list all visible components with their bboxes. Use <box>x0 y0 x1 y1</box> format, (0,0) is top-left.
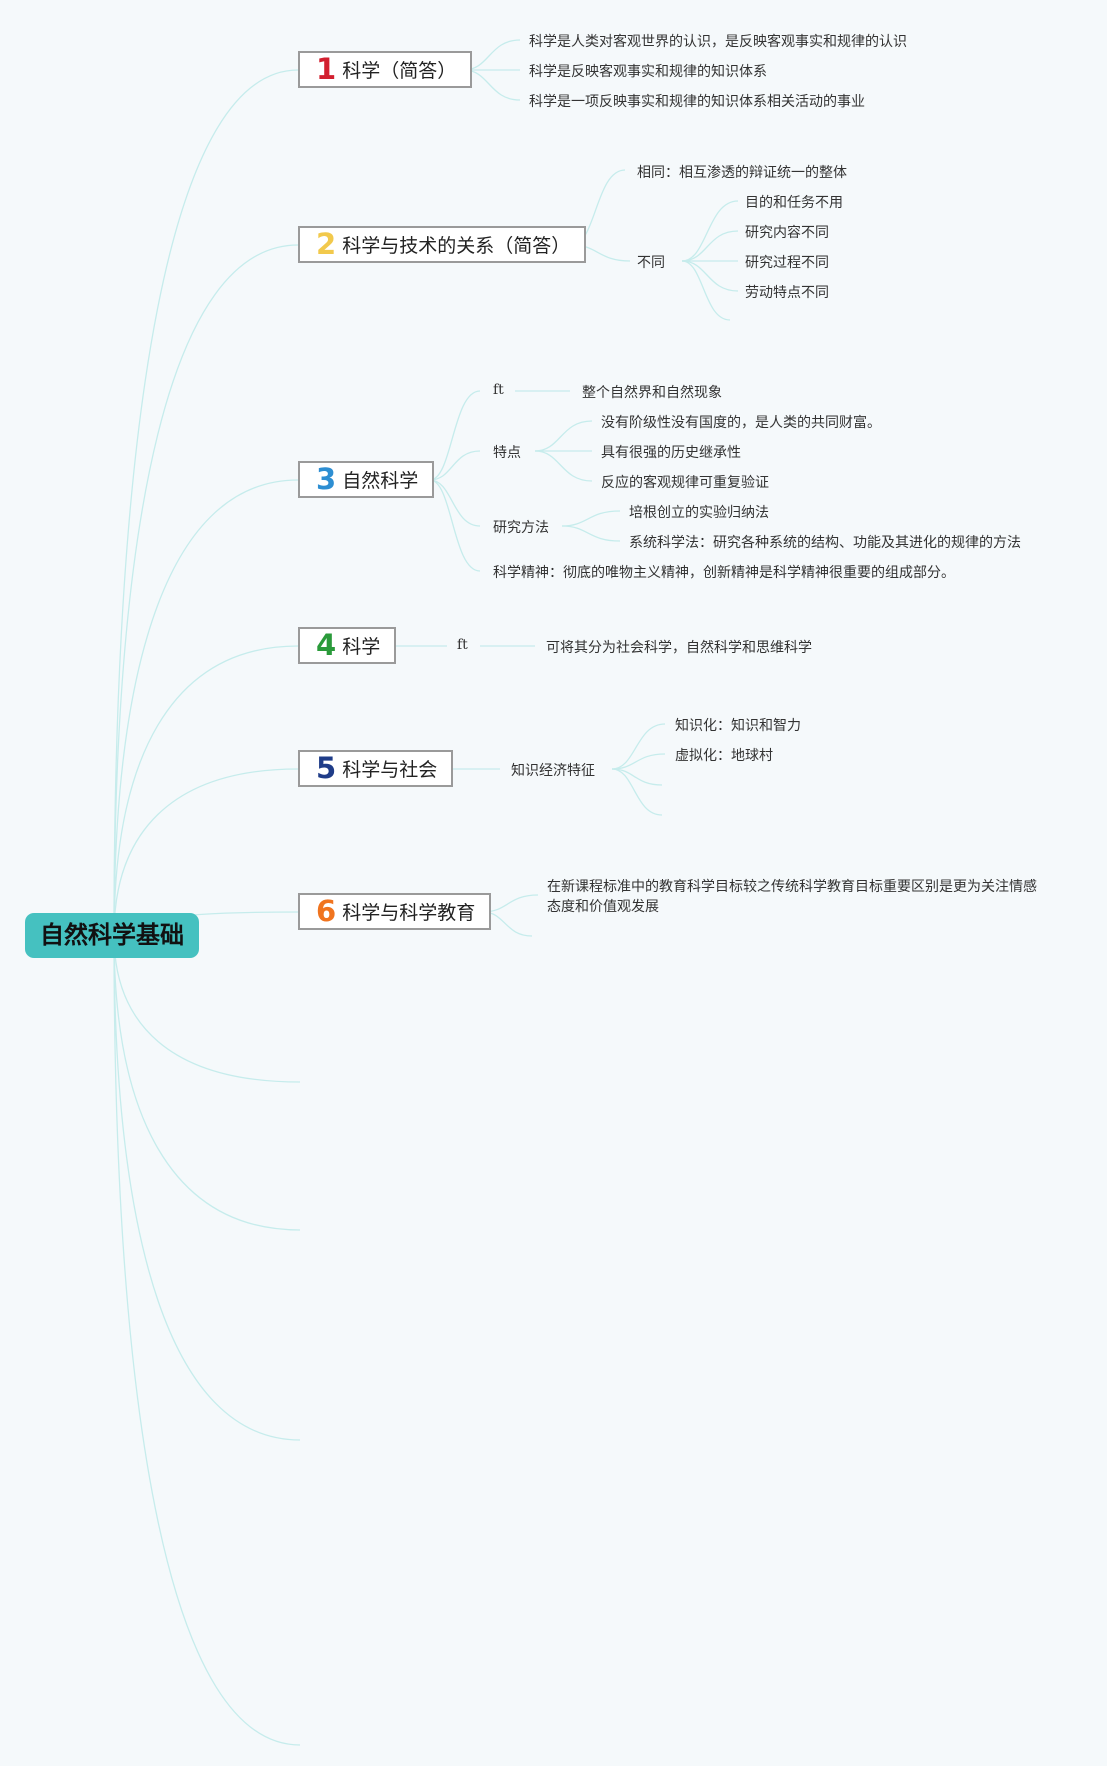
branch-number-5: 5 <box>316 751 337 785</box>
trunk-branch-4 <box>113 645 299 936</box>
subtopic-3-ft[interactable]: ft <box>493 382 504 398</box>
subtopic-3-method[interactable]: 研究方法 <box>493 520 549 536</box>
link-2-diff-extra <box>681 260 731 321</box>
subtopic-6-text[interactable]: 在新课程标准中的教育科学目标较之传统科学教育目标重要区别是更为关注情感态度和价值… <box>547 879 1037 915</box>
trunk-empty-3 <box>113 934 301 1441</box>
branch-label-5: 科学与社会 <box>342 759 438 781</box>
subtopic-3-method-1[interactable]: 培根创立的实验归纳法 <box>629 505 769 521</box>
trunk-empty-4 <box>113 934 301 1746</box>
link-5-extra-2 <box>611 768 663 816</box>
subtopic-3-ft-text[interactable]: 整个自然界和自然现象 <box>582 385 722 401</box>
branch-1[interactable]: 1 科学（简答） <box>298 51 473 88</box>
trunk-branch-2 <box>113 244 299 936</box>
link-1-1 <box>463 39 521 71</box>
branch-label-1: 科学（简答） <box>342 60 457 82</box>
link-3-feature-3 <box>534 450 593 482</box>
link-3-method-2 <box>561 525 621 542</box>
branch-label-3: 自然科学 <box>342 470 419 492</box>
subtopic-3-feature-2[interactable]: 具有很强的历史继承性 <box>601 445 741 461</box>
branch-3[interactable]: 3 自然科学 <box>298 461 435 498</box>
link-6-text <box>482 894 539 913</box>
trunk-branch-5 <box>113 768 299 936</box>
link-2-diff-4 <box>681 260 739 292</box>
link-5-item-2 <box>611 753 666 770</box>
branch-5[interactable]: 5 科学与社会 <box>298 750 454 787</box>
branch-label-2: 科学与技术的关系（简答） <box>342 235 571 257</box>
root-topic[interactable]: 自然科学基础 <box>25 913 199 958</box>
subtopic-2-diff[interactable]: 不同 <box>637 255 665 271</box>
trunk-branch-3 <box>113 479 299 936</box>
subtopic-5-topic[interactable]: 知识经济特征 <box>511 763 595 779</box>
link-3-ft <box>429 390 481 481</box>
link-3-method <box>429 479 481 527</box>
link-2-diff-2 <box>681 230 739 262</box>
branch-number-2: 2 <box>316 227 337 261</box>
branch-4[interactable]: 4 科学 <box>298 627 397 664</box>
subtopic-2-diff-4[interactable]: 劳动特点不同 <box>745 285 829 301</box>
branch-number-3: 3 <box>316 462 337 496</box>
branch-label-6: 科学与科学教育 <box>342 902 476 924</box>
branch-number-4: 4 <box>316 628 337 662</box>
subtopic-3-feature-1[interactable]: 没有阶级性没有国度的，是人类的共同财富。 <box>601 415 881 431</box>
subtopic-5-item-1[interactable]: 知识化：知识和智力 <box>675 718 801 734</box>
subtopic-2-diff-3[interactable]: 研究过程不同 <box>745 255 829 271</box>
subtopic-5-item-2[interactable]: 虚拟化：地球村 <box>675 748 773 764</box>
link-1-3 <box>463 69 521 101</box>
subtopic-1-2[interactable]: 科学是反映客观事实和规律的知识体系 <box>529 64 767 80</box>
subtopic-3-method-2[interactable]: 系统科学法：研究各种系统的结构、功能及其进化的规律的方法 <box>629 535 1021 551</box>
link-3-feature-1 <box>534 420 593 452</box>
link-3-method-1 <box>561 510 621 527</box>
link-3-spirit <box>429 479 481 572</box>
subtopic-4-ft[interactable]: ft <box>457 637 468 653</box>
branch-6[interactable]: 6 科学与科学教育 <box>298 893 492 930</box>
trunk-branch-1 <box>113 69 299 936</box>
subtopic-3-feature-3[interactable]: 反应的客观规律可重复验证 <box>601 475 769 491</box>
subtopic-2-diff-1[interactable]: 目的和任务不用 <box>745 195 843 211</box>
trunk-empty-1 <box>113 934 301 1083</box>
link-5-item-1 <box>611 723 666 770</box>
link-3-feature <box>429 450 481 481</box>
subtopic-3-spirit[interactable]: 科学精神：彻底的唯物主义精神，创新精神是科学精神很重要的组成部分。 <box>493 565 955 581</box>
subtopic-3-feature[interactable]: 特点 <box>493 445 521 461</box>
trunk-empty-2 <box>113 934 301 1231</box>
branch-number-1: 1 <box>316 52 337 86</box>
subtopic-2-diff-2[interactable]: 研究内容不同 <box>745 225 829 241</box>
subtopic-1-3[interactable]: 科学是一项反映事实和规律的知识体系相关活动的事业 <box>529 94 865 110</box>
branch-number-6: 6 <box>316 894 337 928</box>
subtopic-2-same[interactable]: 相同：相互渗透的辩证统一的整体 <box>637 165 847 181</box>
subtopic-4-ft-text[interactable]: 可将其分为社会科学，自然科学和思维科学 <box>546 640 812 656</box>
branch-label-4: 科学 <box>342 636 381 658</box>
link-2-diff-1 <box>681 200 739 262</box>
subtopic-1-1[interactable]: 科学是人类对客观世界的认识，是反映客观事实和规律的认识 <box>529 34 907 50</box>
branch-2[interactable]: 2 科学与技术的关系（简答） <box>298 226 587 263</box>
